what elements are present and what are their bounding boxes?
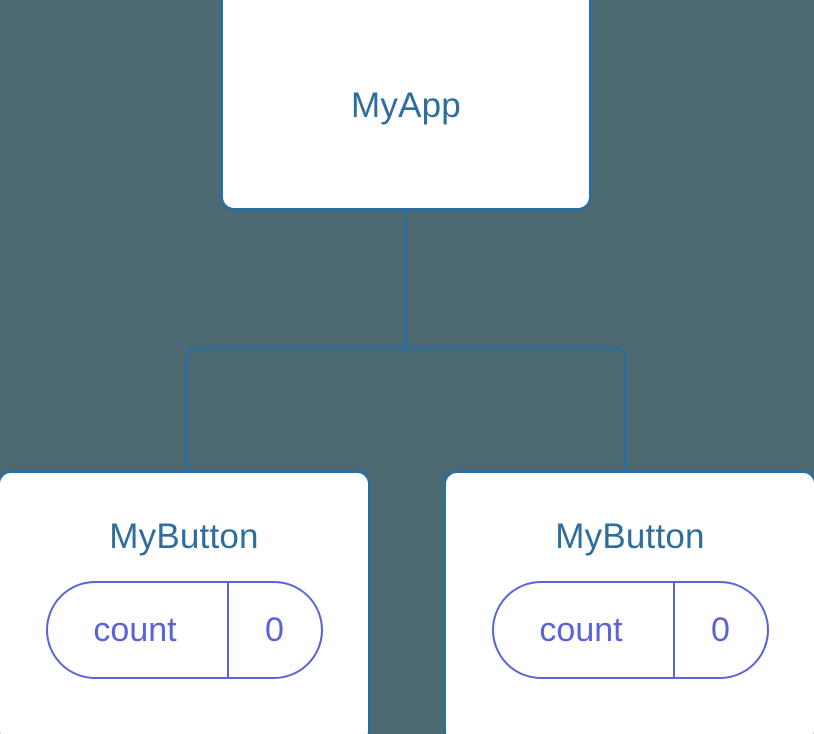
property-key: count (93, 610, 177, 649)
property-value: 0 (226, 583, 321, 677)
tree-node-myapp[interactable]: MyApp (220, 0, 592, 211)
node-title: MyButton (555, 517, 705, 556)
property-pill-count[interactable]: count 0 (45, 581, 323, 679)
property-value: 0 (672, 583, 767, 677)
tree-node-mybutton-0[interactable]: MyButton count 0 (0, 470, 371, 734)
property-pill-count[interactable]: count 0 (491, 581, 769, 679)
edge-branch-left (185, 346, 406, 472)
node-title: MyButton (109, 517, 259, 556)
edge-branch-right (405, 346, 627, 472)
tree-node-mybutton-1[interactable]: MyButton count 0 (443, 470, 814, 734)
property-key: count (539, 610, 623, 649)
node-title: MyApp (351, 85, 461, 125)
